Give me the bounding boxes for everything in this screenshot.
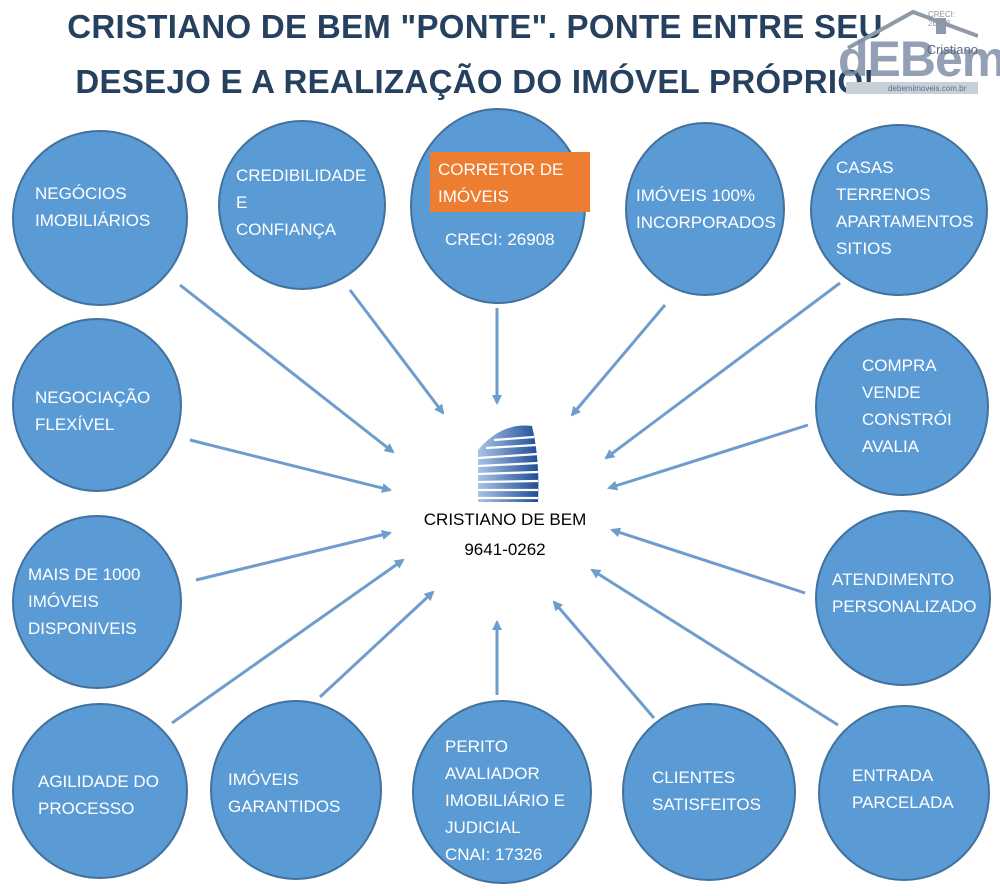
node-negociacao — [12, 318, 182, 492]
node-agilidade-label: AGILIDADE DO PROCESSO — [38, 772, 159, 818]
node-negocios-imobiliarios — [12, 130, 188, 306]
arrow-from-entrada — [590, 568, 839, 727]
arrow-from-compra — [607, 423, 809, 491]
node-corretor-label: CORRETOR DE IMÓVEIS — [438, 160, 564, 206]
node-mais-label: MAIS DE 1000 IMÓVEIS DISPONIVEIS — [28, 565, 141, 638]
arrow-from-negocios — [179, 283, 395, 454]
center-phone: 9641-0262 — [464, 540, 546, 559]
node-incorporados — [625, 122, 785, 296]
node-credibilidade — [218, 120, 386, 290]
arrow-from-clientes — [552, 600, 656, 719]
arrow-from-negociacao — [189, 438, 392, 493]
node-negocios-label: NEGÓCIOS IMOBILIÁRIOS — [35, 184, 151, 230]
arrow-from-mais — [195, 530, 392, 582]
arrow-from-atendimento — [610, 527, 806, 595]
logo-creci: CRECI: 26908 — [928, 10, 956, 28]
node-garantidos-label: IMÓVEIS GARANTIDOS — [228, 770, 341, 816]
title-line-1: CRISTIANO DE BEM "PONTE". PONTE ENTRE SE… — [67, 8, 883, 45]
node-clientes — [622, 703, 796, 881]
building-icon — [477, 425, 539, 502]
node-negociacao-label: NEGOCIAÇÃO FLEXÍVEL — [35, 388, 151, 434]
node-casas-label: CASAS TERRENOS APARTAMENTOS SITIOS — [836, 158, 974, 258]
node-credibilidade-label: CREDIBILIDADE E CONFIANÇA — [236, 166, 367, 239]
node-compra-label: COMPRA VENDE CONSTRÓI AVALIA — [862, 356, 952, 456]
arrow-from-garantidos — [318, 590, 435, 699]
arrow-from-credibilidade — [348, 289, 445, 415]
node-perito-label: PERITO AVALIADOR IMOBILIÁRIO E JUDICIAL … — [445, 737, 565, 864]
node-atendimento — [815, 510, 991, 686]
node-entrada-label: ENTRADA PARCELADA — [852, 766, 954, 812]
arrow-from-agilidade — [171, 558, 405, 725]
node-mais-imoveis — [12, 515, 182, 689]
corretor-highlight-box — [430, 152, 590, 212]
node-incorporados-label: IMÓVEIS 100% INCORPORADOS — [636, 186, 776, 232]
node-entrada — [818, 705, 990, 881]
node-compra — [815, 318, 989, 496]
company-logo: CRECI: 26908 dEBem Cristiano debemimovei… — [818, 6, 1000, 98]
node-perito — [412, 700, 592, 884]
node-agilidade — [12, 703, 188, 879]
node-clientes-label: CLIENTES SATISFEITOS — [652, 768, 761, 814]
arrow-from-incorporados — [570, 304, 667, 417]
node-creci-label: CRECI: 26908 — [445, 230, 555, 249]
logo-wordmark: dEBem — [838, 31, 1000, 87]
arrow-from-casas — [604, 281, 841, 460]
node-casas — [810, 124, 988, 296]
logo-name: Cristiano — [926, 42, 978, 57]
center-name: CRISTIANO DE BEM — [423, 510, 587, 529]
logo-url: debemimoveis.com.br — [888, 84, 967, 93]
node-atendimento-label: ATENDIMENTO PERSONALIZADO — [832, 570, 977, 616]
house-roof-icon — [846, 9, 978, 94]
node-garantidos — [210, 700, 382, 880]
title-line-2: DESEJO E A REALIZAÇÃO DO IMÓVEL PRÓPRIO! — [75, 63, 875, 100]
